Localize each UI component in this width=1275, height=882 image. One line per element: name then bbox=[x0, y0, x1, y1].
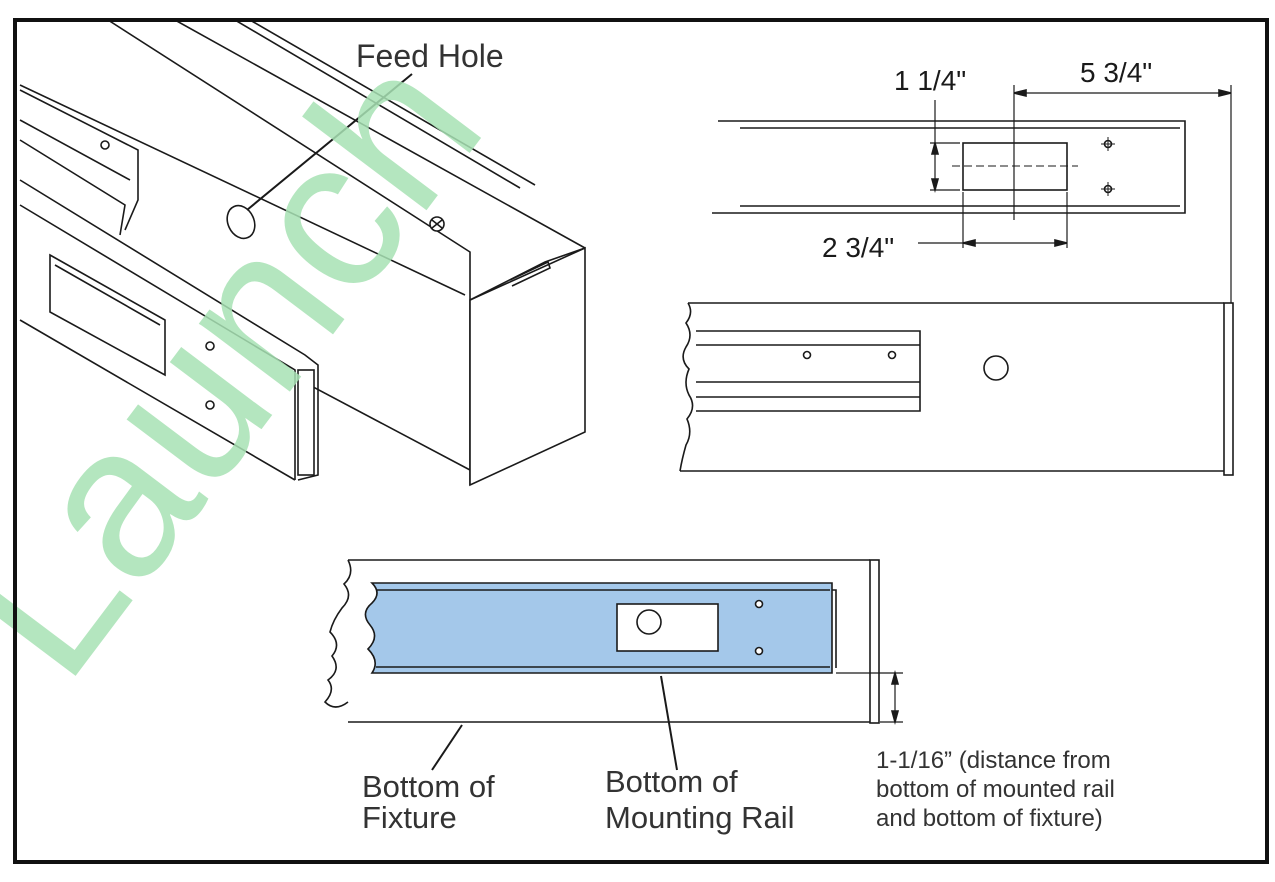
feed-hole-label: Feed Hole bbox=[356, 38, 504, 74]
dim-5-3-4-label: 5 3/4" bbox=[1080, 57, 1152, 88]
bottom-of-rail-line2: Mounting Rail bbox=[605, 800, 795, 835]
distance-note-line1: 1-1/16” (distance from bbox=[876, 747, 1111, 774]
dim-1-1-4-label: 1 1/4" bbox=[894, 65, 966, 96]
dim-2-3-4-label: 2 3/4" bbox=[822, 232, 894, 263]
bottom-view bbox=[323, 559, 903, 726]
side-view bbox=[679, 302, 1234, 476]
distance-note-line2: bottom of mounted rail bbox=[876, 776, 1115, 803]
bottom-of-fixture-line1: Bottom of bbox=[362, 769, 495, 804]
fixture-leader bbox=[431, 724, 463, 771]
rail-leader bbox=[660, 675, 678, 771]
perspective-fixture-view bbox=[19, 20, 586, 487]
distance-note-line3: and bottom of fixture) bbox=[876, 805, 1103, 832]
diagram-border bbox=[13, 18, 1269, 864]
bottom-of-fixture-line2: Fixture bbox=[362, 800, 457, 835]
bottom-of-rail-line1: Bottom of bbox=[605, 764, 738, 799]
mounting-rail bbox=[364, 582, 833, 674]
feed-hole-leader bbox=[246, 73, 413, 211]
dimension-view bbox=[712, 85, 1232, 305]
